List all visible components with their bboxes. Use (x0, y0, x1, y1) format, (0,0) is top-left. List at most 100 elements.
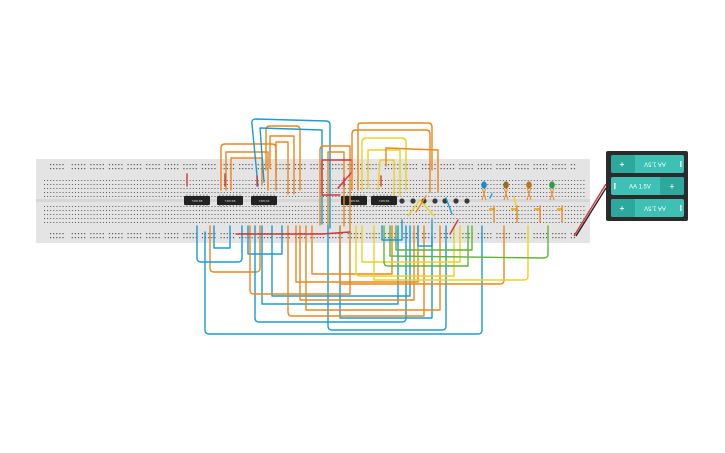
breadboard-hole (189, 180, 191, 181)
breadboard-hole (558, 180, 560, 181)
breadboard-hole (499, 210, 501, 211)
breadboard-hole (574, 214, 576, 215)
breadboard-hole (459, 184, 461, 185)
breadboard-hole (536, 184, 538, 185)
breadboard-hole (490, 164, 492, 166)
breadboard-hole (574, 218, 576, 219)
breadboard-hole (546, 184, 548, 185)
breadboard-hole (571, 206, 572, 207)
breadboard-hole (353, 237, 355, 239)
ic-pin (219, 205, 221, 207)
ic-pin (373, 205, 375, 207)
breadboard-hole (474, 180, 476, 181)
breadboard-hole (186, 164, 188, 166)
breadboard-hole (487, 188, 489, 189)
breadboard-hole (267, 214, 269, 215)
breadboard-hole (152, 192, 154, 193)
breadboard-hole (161, 206, 163, 207)
breadboard-hole (465, 164, 467, 166)
breadboard-hole (146, 164, 148, 166)
breadboard-hole (323, 206, 324, 207)
breadboard-hole (298, 188, 300, 189)
breadboard-hole (96, 233, 98, 235)
breadboard-hole (465, 188, 467, 189)
breadboard-hole (347, 192, 349, 193)
breadboard-hole (62, 233, 64, 235)
breadboard-hole (515, 214, 517, 215)
breadboard-hole (282, 218, 284, 219)
breadboard-hole (161, 218, 163, 219)
breadboard-hole (199, 192, 200, 193)
breadboard-hole (335, 188, 337, 189)
breadboard-hole (270, 222, 272, 223)
breadboard-hole (226, 180, 228, 181)
breadboard-hole (524, 206, 526, 207)
breadboard-hole (397, 192, 399, 193)
breadboard-hole (536, 180, 538, 181)
breadboard-hole (62, 222, 64, 223)
breadboard-hole (512, 196, 514, 197)
breadboard-hole (195, 192, 197, 193)
breadboard-hole (90, 206, 92, 207)
breadboard-hole (298, 210, 300, 211)
breadboard-hole (583, 188, 585, 189)
breadboard-hole (462, 214, 464, 215)
breadboard-hole (127, 168, 129, 170)
breadboard-hole (174, 168, 176, 170)
breadboard-hole (496, 222, 498, 223)
breadboard-hole (462, 184, 464, 185)
breadboard-hole (518, 222, 520, 223)
breadboard-hole (366, 196, 368, 197)
breadboard-hole (65, 210, 67, 211)
breadboard-hole (217, 218, 219, 219)
breadboard-hole (233, 222, 235, 223)
breadboard-hole (567, 222, 569, 223)
breadboard-hole (428, 192, 430, 193)
breadboard-hole (524, 184, 526, 185)
breadboard-hole (96, 196, 98, 197)
breadboard-hole (434, 196, 436, 197)
ic-pin (263, 194, 265, 196)
breadboard-hole (388, 214, 390, 215)
breadboard-hole (279, 192, 281, 193)
breadboard-hole (518, 206, 520, 207)
breadboard-hole (378, 218, 380, 219)
breadboard-hole (502, 210, 504, 211)
breadboard-hole (499, 192, 501, 193)
breadboard-hole (499, 233, 501, 235)
ic-pin (390, 194, 392, 196)
breadboard-hole (577, 210, 579, 211)
breadboard-hole (93, 214, 95, 215)
breadboard-hole (474, 196, 476, 197)
led (526, 181, 540, 211)
breadboard-hole (341, 188, 343, 189)
breadboard-hole (496, 210, 498, 211)
breadboard-hole (62, 210, 64, 211)
breadboard-hole (440, 164, 442, 166)
breadboard-hole (118, 164, 120, 166)
breadboard-hole (71, 184, 73, 185)
breadboard-hole (71, 206, 73, 207)
breadboard-hole (127, 180, 129, 181)
breadboard-hole (434, 206, 436, 207)
battery-cell: +AA 1.5V (611, 199, 684, 217)
breadboard-hole (239, 218, 241, 219)
breadboard-hole (84, 206, 86, 207)
breadboard-hole (254, 222, 256, 223)
breadboard-hole (115, 218, 117, 219)
ic-pin (253, 194, 255, 196)
breadboard-hole (552, 233, 554, 235)
breadboard-hole (323, 210, 324, 211)
breadboard-hole (112, 214, 114, 215)
breadboard-hole (251, 168, 253, 170)
ic-pin (259, 194, 262, 196)
breadboard-hole (487, 210, 489, 211)
breadboard-hole (347, 214, 349, 215)
breadboard-hole (459, 180, 461, 181)
breadboard-hole (416, 184, 417, 185)
breadboard-hole (403, 210, 405, 211)
breadboard-hole (84, 233, 86, 235)
breadboard-hole (434, 237, 436, 239)
breadboard-hole (143, 180, 145, 181)
breadboard-hole (512, 210, 514, 211)
